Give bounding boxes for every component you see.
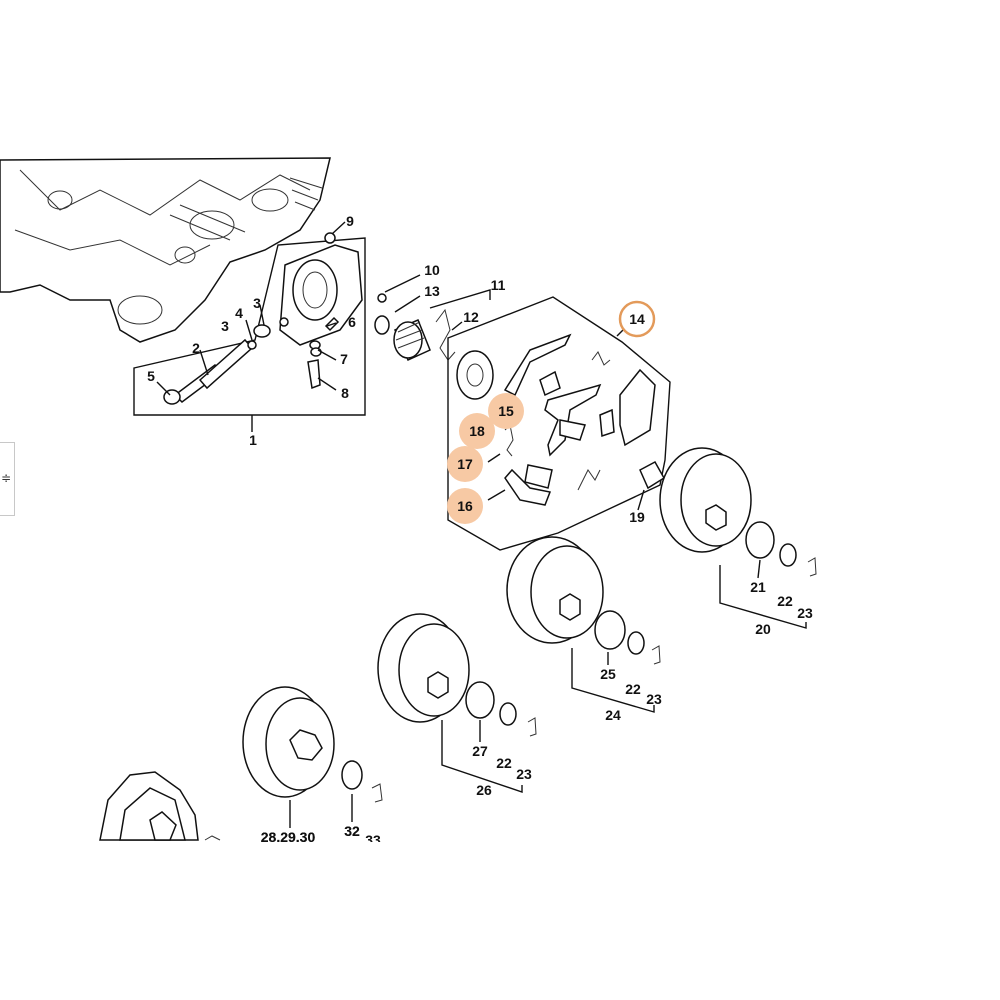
- callout-4: 4: [235, 305, 243, 321]
- crop-mask: [0, 842, 1000, 1000]
- callout-3b: 3: [253, 295, 261, 311]
- drum-assembly-26: [377, 613, 537, 793]
- highlight-marks: [447, 300, 656, 524]
- callout-22b: 22: [625, 681, 641, 697]
- callout-3a: 3: [221, 318, 229, 334]
- callout-9: 9: [346, 213, 354, 229]
- callout-14: 14: [629, 311, 645, 327]
- callout-23a: 23: [797, 605, 813, 621]
- callout-15: 15: [498, 403, 514, 419]
- selected-part-ring: [618, 300, 656, 338]
- callout-5: 5: [147, 368, 155, 384]
- callout-1: 1: [249, 432, 257, 448]
- callout-17: 17: [457, 456, 473, 472]
- related-part-badge-17: [447, 446, 483, 482]
- callout-21: 21: [750, 579, 766, 595]
- callout-16: 16: [457, 498, 473, 514]
- callout-8: 8: [341, 385, 349, 401]
- callout-25: 25: [600, 666, 616, 682]
- callout-18: 18: [469, 423, 485, 439]
- drum-assembly-28: [242, 686, 383, 828]
- callout-19: 19: [629, 509, 645, 525]
- related-part-badge-18: [459, 413, 495, 449]
- callout-7: 7: [340, 351, 348, 367]
- callout-10: 10: [424, 262, 440, 278]
- callout-32-visible: 32: [344, 823, 360, 839]
- callout-23b: 23: [646, 691, 662, 707]
- callout-32: 32: [344, 823, 360, 839]
- handle-glyph: ≑: [1, 471, 12, 485]
- callout-22a: 22: [777, 593, 793, 609]
- needle-bearing: [637, 460, 666, 511]
- drum-assembly-24: [506, 536, 661, 713]
- callout-2: 2: [192, 340, 200, 356]
- callout-26: 26: [476, 782, 492, 798]
- clutch-spring-group: [374, 274, 491, 361]
- callout-12: 12: [463, 309, 479, 325]
- clutch-kit-box: [447, 296, 671, 551]
- callout-27: 27: [472, 743, 488, 759]
- pump-leader-lines: [156, 221, 346, 432]
- side-panel-handle[interactable]: ≑: [0, 442, 15, 516]
- callout-22c: 22: [496, 755, 512, 771]
- related-part-badge-15: [488, 393, 524, 429]
- callout-20: 20: [755, 621, 771, 637]
- callout-13: 13: [424, 283, 440, 299]
- callout-24: 24: [605, 707, 621, 723]
- callout-23c: 23: [516, 766, 532, 782]
- callout-11: 11: [491, 277, 506, 293]
- callout-28-29-30-visible: 28.29.30: [261, 829, 316, 845]
- drum-assembly-partial: [99, 771, 221, 841]
- oil-pump-group: [133, 232, 366, 416]
- drum-assembly-20: [659, 447, 817, 629]
- callout-28-29-30: 28.29.30: [261, 829, 316, 845]
- related-part-badge-16: [447, 488, 483, 524]
- callout-6: 6: [348, 314, 356, 330]
- engine-housing-sketch: [0, 157, 331, 343]
